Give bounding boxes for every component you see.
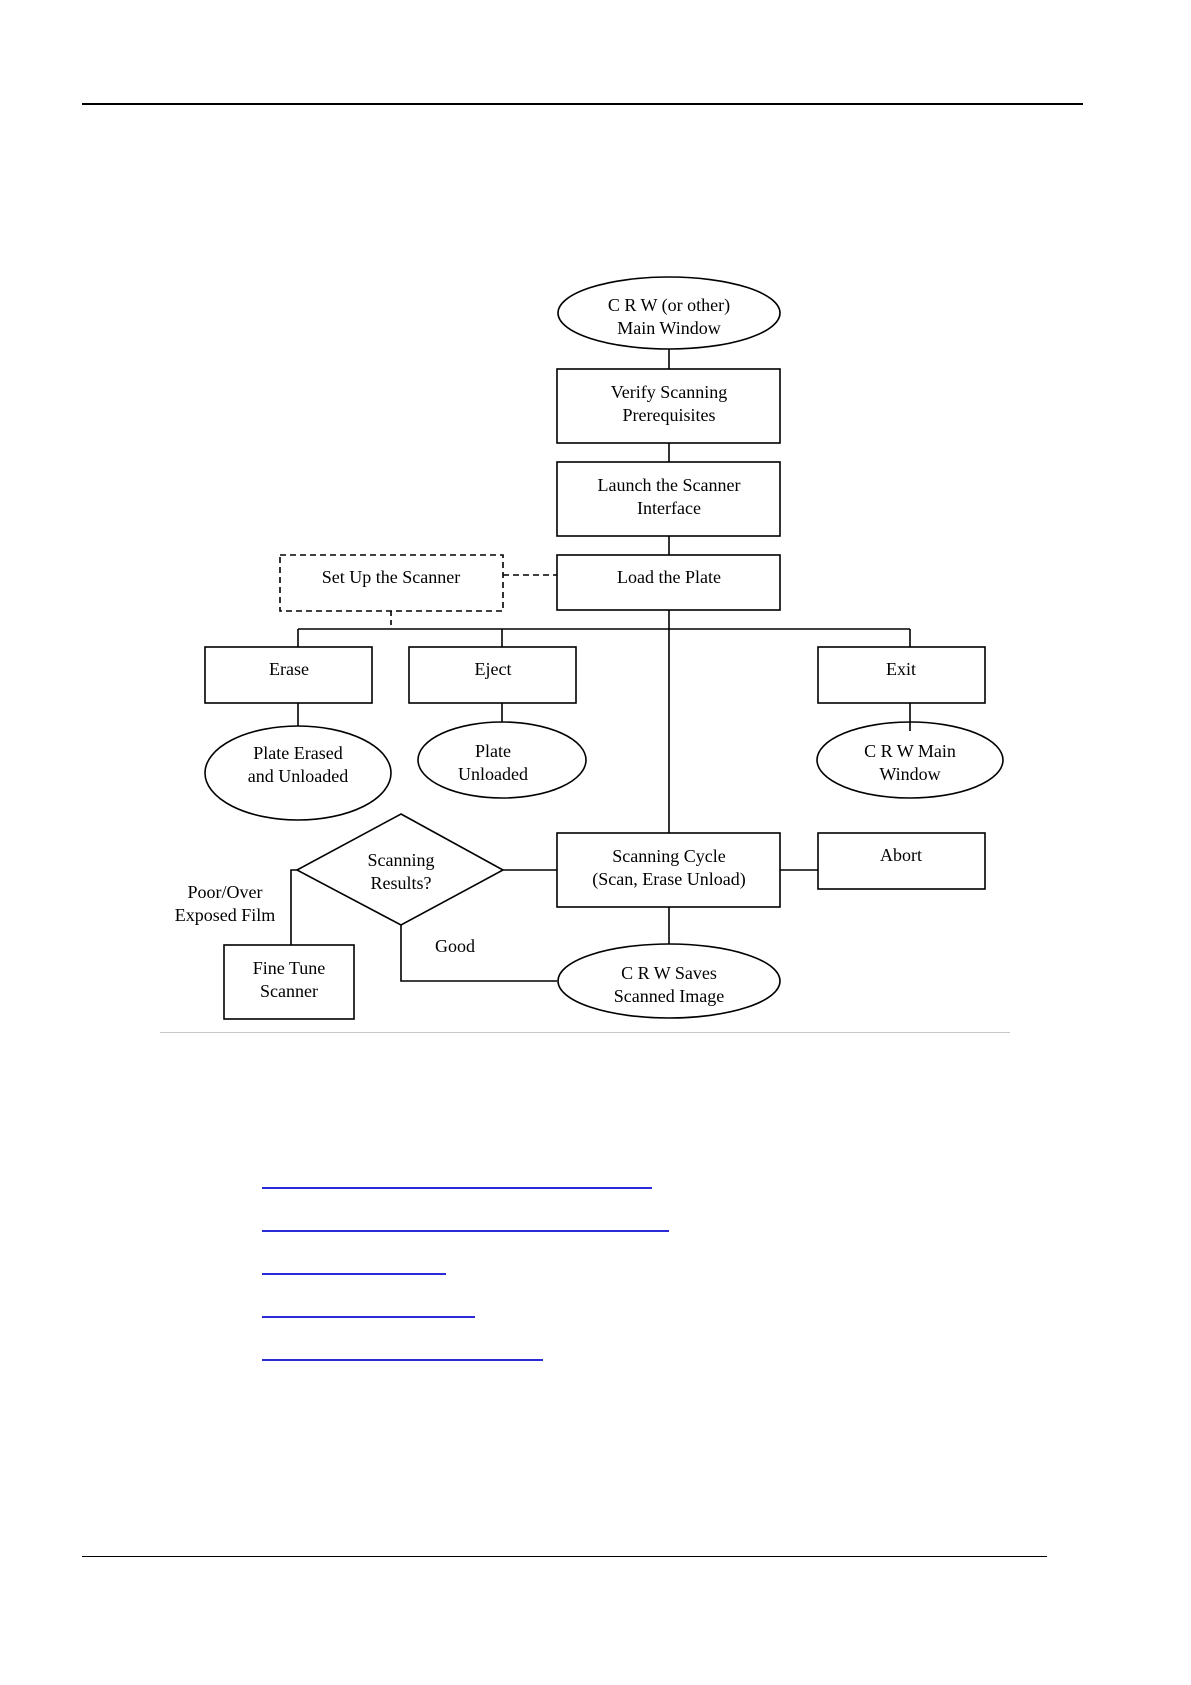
node-plate-unloaded-line1: Plate (475, 741, 511, 761)
node-scanning-cycle-line1: Scanning Cycle (612, 846, 725, 866)
related-link-2[interactable] (262, 1230, 669, 1232)
node-launch-interface-line2: Interface (637, 498, 701, 518)
connector (400, 925, 557, 982)
node-eject-box (408, 646, 577, 704)
node-exit-label: Exit (886, 659, 916, 679)
node-plate-erased-line2: and Unloaded (248, 766, 348, 786)
node-abort-box (817, 832, 986, 890)
node-plate-unloaded-line2: Unloaded (458, 764, 528, 784)
edge-label-poor-line2: Exposed Film (175, 905, 276, 925)
node-plate-erased-line1: Plate Erased (253, 743, 342, 763)
header-rule (82, 103, 1083, 105)
node-fine-tune-line2: Scanner (260, 981, 318, 1001)
node-crw-saves-line1: C R W Saves (621, 963, 717, 983)
related-link-1[interactable] (262, 1187, 652, 1189)
node-crw-main-window-line2: Main Window (617, 318, 720, 338)
node-load-plate-box (556, 554, 781, 611)
node-erase-label: Erase (269, 659, 309, 679)
node-eject-label: Eject (475, 659, 512, 679)
node-fine-tune-box (223, 944, 355, 1020)
node-setup-scanner-label: Set Up the Scanner (322, 567, 460, 587)
node-scanning-cycle-box (556, 832, 781, 908)
related-link-5[interactable] (262, 1359, 543, 1361)
node-crw-main-window-2-oval (816, 721, 1004, 799)
node-crw-main-window-oval (557, 276, 781, 350)
node-verify-prerequisites-line2: Prerequisites (623, 405, 716, 425)
related-link-3[interactable] (262, 1273, 446, 1275)
node-fine-tune-line1: Fine Tune (253, 958, 326, 978)
node-erase-box (204, 646, 373, 704)
node-verify-prerequisites-line1: Verify Scanning (611, 382, 727, 402)
node-scanning-cycle-line2: (Scan, Erase Unload) (592, 869, 745, 890)
node-crw-saves-line2: Scanned Image (614, 986, 724, 1006)
node-plate-erased-oval (204, 725, 392, 821)
node-abort-label: Abort (880, 845, 922, 865)
edge-label-good: Good (435, 936, 475, 956)
node-launch-interface-line1: Launch the Scanner (598, 475, 741, 495)
node-scanning-results-decision (295, 813, 505, 926)
node-crw-main-window-line1: C R W (or other) (608, 295, 730, 316)
footer-rule (82, 1556, 1047, 1557)
node-load-plate-label: Load the Plate (617, 567, 721, 587)
figure-separator (160, 1032, 1010, 1033)
node-verify-prerequisites-box (556, 368, 781, 444)
node-crw-main-window-2-line2: Window (879, 764, 940, 784)
node-scanning-results-line1: Scanning (368, 850, 435, 870)
node-exit-box (817, 646, 986, 704)
node-crw-saves-oval (557, 943, 781, 1019)
node-setup-scanner-box (279, 554, 504, 612)
node-crw-main-window-2-line1: C R W Main (864, 741, 956, 761)
related-link-4[interactable] (262, 1316, 475, 1318)
edge-label-poor-line1: Poor/Over (188, 882, 263, 902)
node-plate-unloaded-oval (417, 721, 587, 799)
connector (290, 869, 297, 945)
scanning-flowchart: C R W (or other) Main Window Verify Scan… (175, 276, 1004, 1020)
node-launch-interface-box (556, 461, 781, 537)
node-scanning-results-line2: Results? (371, 873, 432, 893)
